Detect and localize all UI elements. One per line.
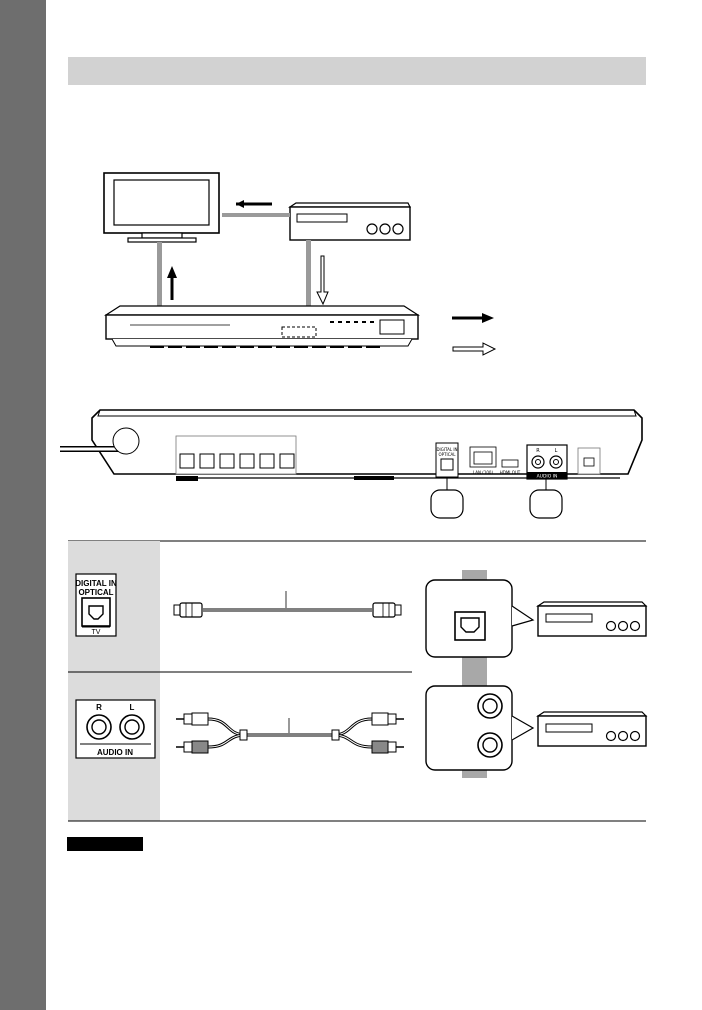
cable-device-to-player: [306, 240, 311, 312]
audio-in-l-label: L: [130, 703, 135, 712]
optical-jack-footer: TV: [92, 629, 101, 636]
optical-jack-icon: DIGITAL IN OPTICAL TV: [75, 573, 117, 637]
legend-solid-arrow-icon: [452, 313, 494, 323]
callout-a: [430, 477, 464, 519]
audio-in-jack-icon: R L AUDIO IN: [75, 699, 156, 759]
audio-in-footer: AUDIO IN: [97, 748, 133, 757]
audio-signal-arrow-icon: [316, 255, 329, 306]
optical-jack-label: DIGITAL IN: [75, 579, 117, 588]
callout-b: [529, 479, 563, 519]
optical-cable-illustration: [173, 591, 402, 618]
audio-in-r-label: R: [96, 703, 102, 712]
zoom-audio-in-jacks: [425, 685, 535, 771]
rear-audio-l-label: L: [555, 448, 558, 454]
player-front-illustration: [103, 305, 421, 348]
rear-audio-in-label: AUDIO IN: [537, 474, 558, 480]
video-signal-arrow-icon: [167, 266, 177, 300]
rear-digital-in-label: DIGITAL IN: [436, 447, 457, 452]
player-rear-panel: DIGITAL IN OPTICAL LAN (100) HDMI OUT R …: [60, 409, 643, 481]
rear-lan-label: LAN (100): [473, 470, 494, 475]
cable-player-to-tv: [157, 242, 162, 312]
optical-jack-sublabel: OPTICAL: [78, 588, 113, 597]
cable-device-to-tv: [222, 213, 290, 217]
zoom-optical-jack: [425, 579, 535, 658]
section-heading-bar: [68, 57, 646, 85]
rear-audio-r-label: R: [536, 448, 540, 454]
legend-hollow-arrow-icon: [452, 342, 497, 356]
side-tab: [0, 0, 46, 1010]
rear-optical-label: OPTICAL: [439, 452, 457, 457]
tv-illustration: [103, 172, 220, 243]
external-device-illustration: [288, 202, 411, 241]
note-label: [67, 837, 143, 851]
external-device-optical-illustration: [536, 601, 648, 637]
audio-cable-illustration: [176, 712, 404, 754]
external-device-audio-illustration: [536, 711, 648, 747]
rear-hdmi-label: HDMI OUT: [500, 470, 521, 475]
